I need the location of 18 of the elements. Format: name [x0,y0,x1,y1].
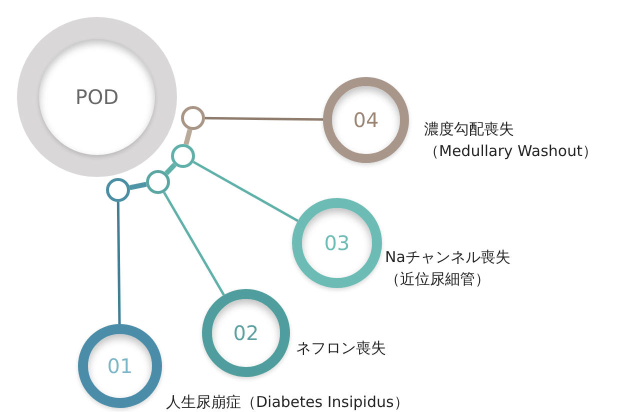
caption-text: 濃度勾配喪失 （Medullary Washout） [424,119,598,162]
junction-circle [146,170,170,194]
connector-line [129,182,147,190]
numbered-circle: 04 [323,77,409,163]
connector-line [116,202,121,324]
connector-line [162,192,225,296]
junction-circle [171,144,195,168]
numbered-circle: 02 [202,289,290,377]
caption-text: Naチャンネル喪失 （近位尿細管） [385,247,510,290]
junction-circle [106,178,130,202]
numbered-circle: 01 [78,324,162,408]
connector-line [164,162,176,176]
junction-circle [181,106,205,130]
caption-text: 人生尿崩症（Diabetes Insipidus） [166,392,409,412]
caption-text: ネフロン喪失 [296,338,386,359]
connector-line [184,128,192,146]
connector-line [192,160,298,222]
numbered-circle: 03 [292,198,382,288]
